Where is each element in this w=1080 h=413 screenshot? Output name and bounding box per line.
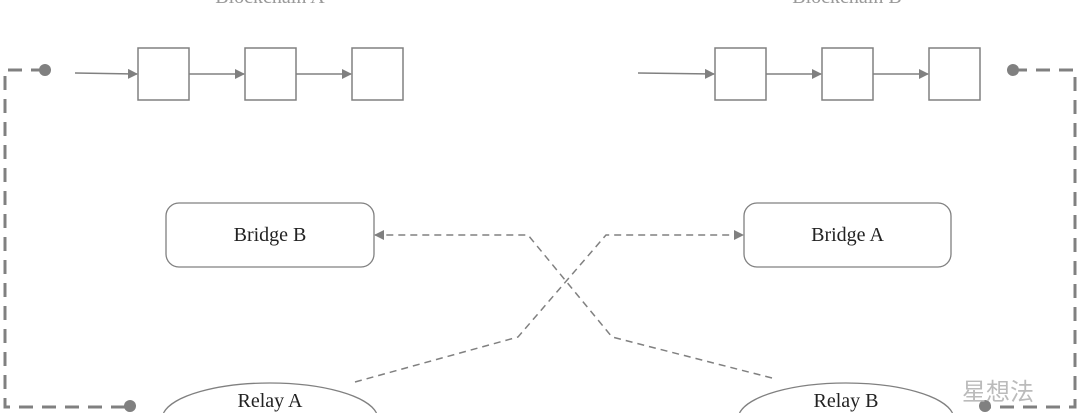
relay-a-shape (162, 382, 378, 413)
chain-b-title: Blockchain B (747, 0, 947, 8)
endpoint-dot (124, 400, 136, 412)
relay-b-shape (738, 382, 954, 413)
bridge-a-box (743, 202, 952, 268)
arrow-in-a (74, 68, 138, 79)
block-b2 (821, 47, 874, 101)
block-a2 (244, 47, 297, 101)
relay-a-label: Relay A (237, 390, 303, 412)
dashed-link-right (985, 68, 1077, 409)
chain-a-title: Blockchain A (170, 0, 370, 8)
arrow-in-b (637, 68, 715, 79)
watermark: 星想法 (962, 378, 1034, 406)
relay-b-label: Relay B (813, 390, 879, 412)
block-a3 (351, 47, 404, 101)
bridge-b-label: Bridge B (233, 224, 307, 246)
endpoint-dot (39, 64, 51, 76)
block-a1 (137, 47, 190, 101)
relay-a-to-bridge-a (354, 230, 744, 383)
block-b3 (928, 47, 981, 101)
relay-b-to-bridge-b (374, 230, 773, 379)
endpoint-dot (979, 400, 991, 412)
block-b1 (714, 47, 767, 101)
bridge-a-label: Bridge A (811, 224, 884, 246)
dashed-link-left (3, 68, 130, 409)
endpoint-dot (1007, 64, 1019, 76)
